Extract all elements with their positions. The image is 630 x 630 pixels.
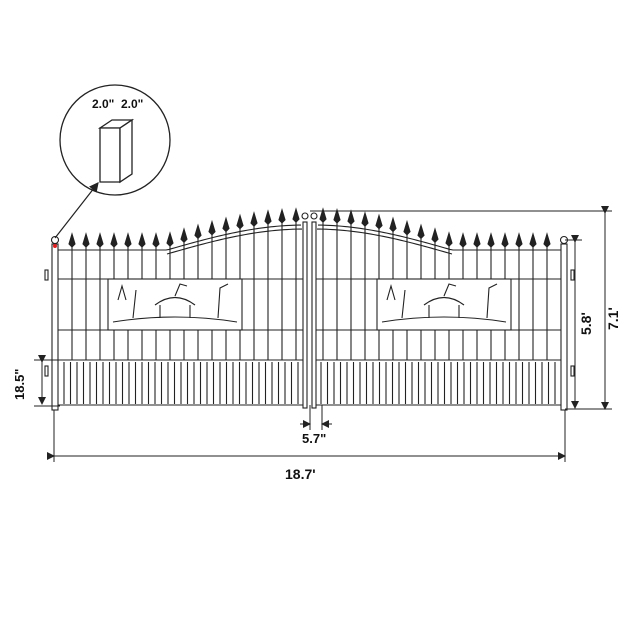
finial-icon xyxy=(319,207,327,223)
finial-icon xyxy=(278,207,286,224)
finial-icon xyxy=(361,211,369,227)
finial-icon xyxy=(487,232,495,248)
gate-post xyxy=(560,243,568,411)
finial-icon xyxy=(445,231,453,247)
finial-icon xyxy=(264,209,272,225)
post-marker xyxy=(53,244,57,248)
finial-icon xyxy=(250,211,258,227)
finial-icon xyxy=(110,232,118,248)
bottom-panel-height-label: 18.5" xyxy=(12,369,27,400)
top-rail xyxy=(317,224,561,251)
inset-pointer-arrow xyxy=(54,182,99,239)
deer-scene-icon xyxy=(381,283,507,323)
finial-icon xyxy=(459,232,467,248)
total-width-label: 18.7' xyxy=(285,466,316,482)
wildlife-panel xyxy=(376,278,512,331)
finial-icon xyxy=(82,232,90,248)
arch-rail xyxy=(316,228,453,255)
finial-icon xyxy=(515,232,523,248)
finial-icon xyxy=(208,219,216,236)
arch-rail xyxy=(166,228,303,255)
finial-icon xyxy=(389,216,397,233)
finial-icon xyxy=(124,232,132,248)
finial-icon xyxy=(417,223,425,240)
gate-post xyxy=(51,243,59,411)
hinge xyxy=(44,269,49,281)
finial-icon xyxy=(333,207,341,224)
finial-icon xyxy=(543,232,551,248)
finial-icon xyxy=(180,227,188,243)
finial-icon xyxy=(431,227,439,243)
finial-icon xyxy=(194,223,202,240)
finial-icon xyxy=(529,232,537,248)
stile-cap xyxy=(310,212,318,220)
finial-icon xyxy=(347,209,355,225)
side-height-label: 5.8' xyxy=(578,312,594,335)
finial-icon xyxy=(375,213,383,230)
post-width-label: 2.0" xyxy=(92,97,114,111)
stile-cap xyxy=(301,212,309,220)
gate xyxy=(44,207,575,411)
center-stile xyxy=(311,221,317,409)
post-cap xyxy=(50,235,60,245)
top-rail xyxy=(58,224,302,251)
hinge xyxy=(570,365,575,377)
finial-icon xyxy=(166,231,174,247)
hinge xyxy=(44,365,49,377)
finial-icon xyxy=(473,232,481,248)
finial-icon xyxy=(96,232,104,248)
post-detail-inset: 2.0" 2.0" xyxy=(54,84,171,239)
post-icon xyxy=(97,118,135,184)
finial-icon xyxy=(292,207,300,223)
finial-icon xyxy=(222,216,230,233)
center-stile xyxy=(302,221,308,409)
hinge xyxy=(570,269,575,281)
finial-icon xyxy=(68,232,76,248)
wildlife-panel xyxy=(107,278,243,331)
deer-scene-icon xyxy=(112,283,238,323)
finial-icon xyxy=(236,213,244,230)
dimension-lines xyxy=(34,206,612,462)
center-gap-label: 5.7" xyxy=(302,431,326,446)
finial-icon xyxy=(152,232,160,248)
finial-icon xyxy=(403,219,411,236)
finial-icon xyxy=(501,232,509,248)
finial-icon xyxy=(138,232,146,248)
total-height-label: 7.1' xyxy=(605,307,621,330)
post-depth-label: 2.0" xyxy=(121,97,143,111)
